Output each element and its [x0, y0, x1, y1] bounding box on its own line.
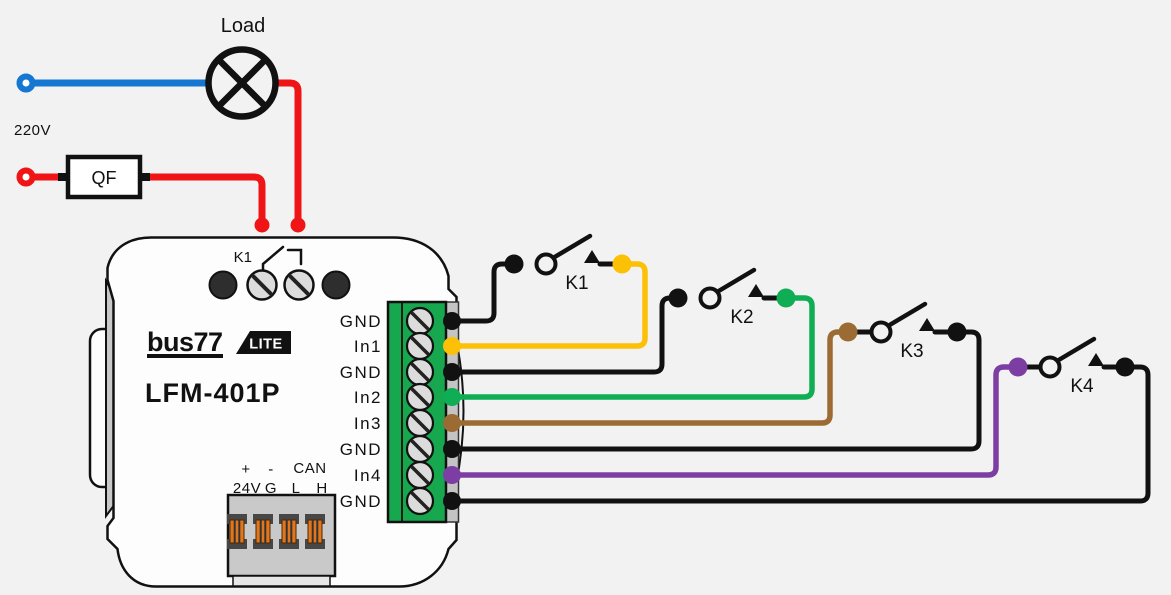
k2-contact-pivot [698, 286, 722, 310]
voltage-label: 220V [14, 122, 51, 139]
terminal-label-in1: In1 [354, 337, 382, 356]
power-circuit: QF Load 220V [14, 15, 306, 233]
connector-tab [232, 575, 331, 587]
switch-circuit-k2: K2 [443, 267, 815, 406]
k3-lever [885, 301, 928, 329]
terminal-block-edge [445, 301, 460, 523]
in3-terminal-dot [443, 414, 461, 432]
k1-dot-black [504, 254, 524, 274]
k4-dot-black [1115, 357, 1135, 377]
line-source-terminal [16, 167, 36, 187]
relay-terminal-blank-right [321, 270, 351, 300]
brand-badge [236, 331, 291, 354]
gnd3-terminal-dot [443, 440, 461, 458]
k1-lever [550, 233, 593, 261]
terminal-label-gnd4: GND [340, 492, 382, 511]
k3-actuator-triangle [919, 318, 935, 331]
k2-lever [714, 267, 757, 295]
label-can: CAN [293, 460, 326, 477]
k1-actuator-triangle [584, 250, 600, 263]
terminal-label-in2: In2 [354, 388, 382, 407]
breaker-box [65, 154, 143, 200]
k4-gnd-wire [449, 364, 1151, 504]
switch-circuit-k1: K1 [443, 233, 648, 355]
connector-slot-24v [227, 514, 247, 549]
k1-label: K1 [565, 273, 588, 294]
terminal-screws [405, 306, 435, 516]
relay-wire-end-left [254, 217, 270, 233]
label-24v: 24V [233, 480, 261, 497]
k3-in3-wire [449, 329, 851, 426]
line-wire [35, 173, 266, 219]
k2-in2-wire [449, 295, 815, 400]
k3-contact-pivot [869, 320, 893, 344]
input-terminal-block [386, 300, 460, 524]
terminal-label-in4: In4 [354, 466, 382, 485]
in2-terminal-dot [443, 388, 461, 406]
relay-wire-end-right [290, 217, 306, 233]
relay-screw-terminal-left [246, 269, 278, 301]
brand-text: bus77 [147, 327, 223, 357]
neutral-source-terminal [16, 73, 36, 93]
k2-dot-black [668, 288, 688, 308]
k4-contact-pivot [1038, 355, 1062, 379]
relay-k1-label: K1 [234, 249, 252, 266]
relay-terminals [208, 269, 351, 301]
model-label: LFM-401P [145, 378, 281, 408]
k4-dot-purple [1008, 357, 1028, 377]
gnd4-terminal-dot [443, 492, 461, 510]
power-can-connector: + - CAN 24V G L H [226, 460, 337, 587]
in4-terminal-dot [443, 466, 461, 484]
terminal-labels: GND In1 GND In2 In3 GND In4 GND [340, 312, 382, 511]
k2-gnd-wire [449, 295, 681, 375]
load-label: Load [221, 15, 266, 37]
k1-in1-wire [449, 261, 648, 349]
terminal-label-gnd3: GND [340, 440, 382, 459]
device-module: K1 bus77 LITE LFM-401P [88, 236, 465, 588]
switched-line-wire [274, 79, 302, 219]
k2-actuator-triangle [748, 284, 764, 297]
input-circuits: K1 K2 K3 [443, 233, 1151, 510]
k4-actuator-triangle [1088, 353, 1104, 366]
terminal-label-gnd2: GND [340, 363, 382, 382]
in1-terminal-dot [443, 337, 461, 355]
gnd1-terminal-dot [443, 312, 461, 330]
switch-circuit-k3: K3 [443, 301, 982, 458]
k2-dot-green [776, 288, 796, 308]
k4-in4-wire [449, 364, 1021, 478]
k4-lever [1054, 336, 1097, 364]
k2-label: K2 [730, 307, 753, 328]
brand-underline [147, 354, 223, 358]
label-g: G [265, 480, 277, 497]
k4-label: K4 [1070, 376, 1094, 397]
breaker-label: QF [92, 168, 117, 188]
gnd2-terminal-dot [443, 363, 461, 381]
label-h: H [316, 480, 327, 497]
connector-slot-g [253, 514, 273, 549]
brand-badge-text: LITE [249, 337, 282, 353]
k1-dot-yellow [612, 254, 632, 274]
label-plus: + [241, 461, 250, 478]
relay-terminal-blank-left [208, 270, 238, 300]
k3-label: K3 [900, 341, 923, 362]
label-l: L [292, 480, 301, 497]
label-minus: - [268, 461, 274, 478]
connector-slot-canl [279, 514, 299, 549]
k3-dot-brown [838, 322, 858, 342]
k3-gnd-wire [449, 329, 982, 452]
connector-slot-canh [305, 514, 325, 549]
brand-logo: bus77 LITE [147, 327, 291, 358]
lamp-symbol [205, 46, 279, 120]
k1-gnd-wire [449, 261, 517, 324]
k1-contact-pivot [534, 252, 558, 276]
switch-circuit-k4: K4 [443, 336, 1151, 510]
terminal-label-gnd1: GND [340, 312, 382, 331]
terminal-label-in3: In3 [354, 414, 382, 433]
k3-dot-black [947, 322, 967, 342]
relay-screw-terminal-right [283, 269, 315, 301]
